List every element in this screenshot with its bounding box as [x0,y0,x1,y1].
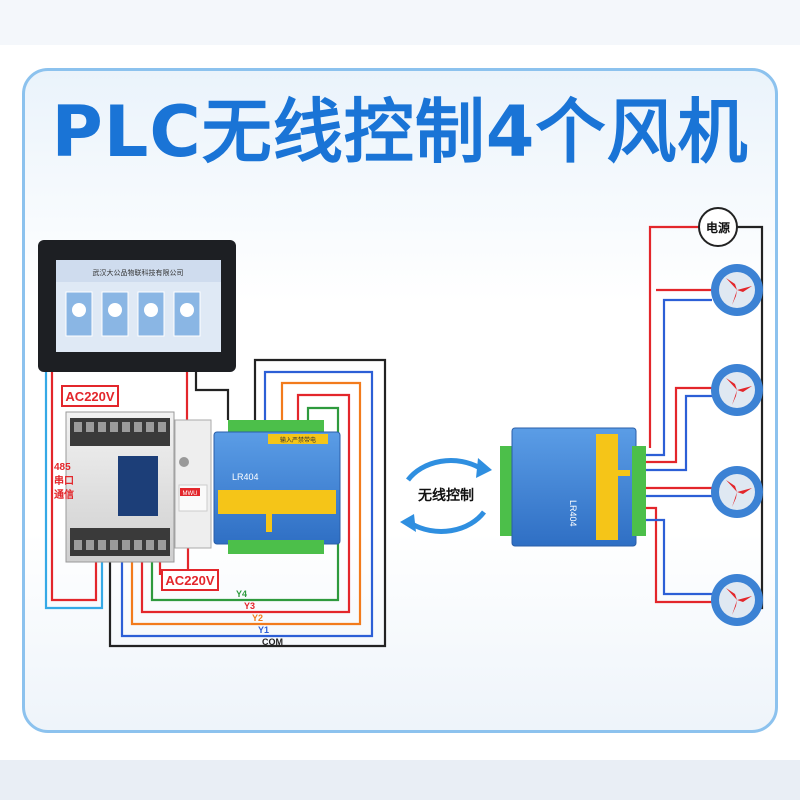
y3-wire [140,393,351,614]
rs485-text-2: 串口 [54,474,74,487]
diagram-frame [22,68,778,733]
power-supply: MWU [174,419,212,549]
ac220v-top-text: AC220V [65,389,114,404]
relay-module-left: 输入严禁带电 LR404 [213,420,341,554]
com-label: COM [262,637,283,647]
ac220v-top-label: AC220V [61,385,119,407]
fan2-red [646,386,712,464]
fan4-blue [646,518,712,596]
power-source-icon: 电源 [698,207,738,247]
fan-icon [711,574,763,626]
ac220v-bottom-label: AC220V [161,569,219,591]
power-label: 电源 [706,220,730,235]
y2-label: Y2 [252,613,263,623]
plc-unit [65,411,175,563]
fan2-blue [646,394,712,472]
com-wire [108,358,387,648]
module-right-name: LR404 [568,500,578,527]
power-red-wire [648,225,700,448]
rs485-text-1: 485 [54,462,71,473]
rs485-text-3: 通信 [54,488,74,501]
wireless-label: 无线控制 [417,487,474,503]
hmi-company-text: 武汉大公品物联科技有限公司 [93,268,184,277]
module-warning-text: 输入严禁带电 [280,436,316,444]
y1-label: Y1 [258,625,269,635]
fan-icon [711,466,763,518]
hmi-screen: 武汉大公品物联科技有限公司 [38,240,236,372]
rs485-label: 485 串口 通信 [54,462,74,501]
hmi-power-black [194,372,230,420]
module-left-name: LR404 [232,472,259,482]
ac220v-bottom-text: AC220V [165,573,214,588]
fan-icon [711,264,763,316]
y1-wire [120,370,374,638]
y4-label: Y4 [236,589,247,599]
rs485-wire-cyan [44,372,104,610]
y3-label: Y3 [244,601,255,611]
y2-wire [130,381,362,626]
relay-module-right: LR404 [500,427,646,547]
fan4-red [646,506,712,604]
page-title: PLC无线控制4个风机 [51,91,749,173]
hmi-fan-buttons [65,291,201,337]
wireless-arrows-icon [400,458,492,534]
psu-brand: MWU [183,491,198,497]
bottom-band [0,760,800,800]
rs485-wire-red [50,372,98,602]
output-labels: Y4 Y3 Y2 Y1 COM [236,589,283,647]
fan-icon [711,364,763,416]
top-band [0,0,800,45]
fan1-blue [646,298,712,457]
